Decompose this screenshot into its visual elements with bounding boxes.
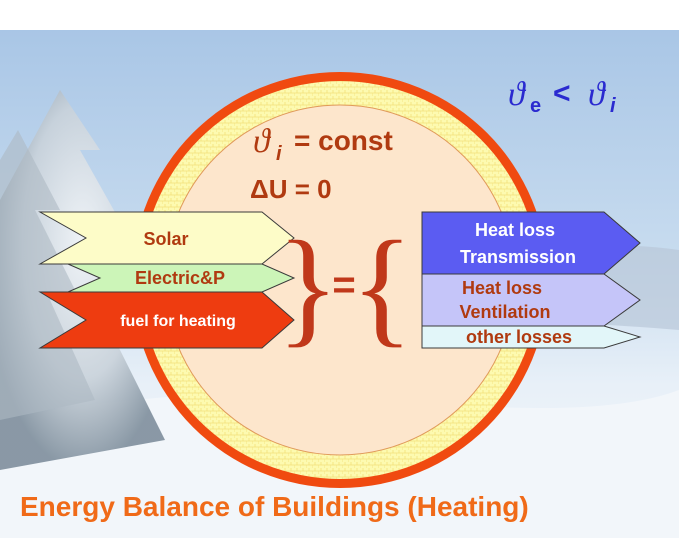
fuel-label: fuel for heating (120, 313, 236, 330)
other-losses-label: other losses (466, 327, 572, 347)
ventilation-label-2: Ventilation (459, 302, 550, 322)
subscript-i: i (610, 95, 616, 117)
ventilation-arrow (421, 273, 641, 327)
losses-arrows: Heat loss Transmission Heat loss Ventila… (421, 211, 642, 349)
theta-i-const-subscript: i (276, 143, 282, 165)
balance-conditions: ϑ i = const ΔU = 0 (250, 123, 393, 204)
theta-i-const-symbol: ϑ (253, 123, 272, 160)
theta-e-symbol: ϑ (508, 76, 527, 113)
building-circle (132, 72, 548, 488)
slide-title: Energy Balance of Buildings (Heating) (20, 491, 529, 522)
balance-equation: } = { (277, 215, 413, 359)
delta-u-text: ΔU = 0 (250, 174, 332, 204)
ventilation-label-1: Heat loss (462, 278, 542, 298)
transmission-label-1: Heat loss (475, 220, 555, 240)
transmission-label-2: Transmission (460, 247, 576, 267)
gains-arrows: Solar Electric&P fuel for heating (38, 211, 296, 349)
less-than-sign: < (553, 77, 571, 110)
left-brace: } (277, 215, 339, 359)
transmission-arrow (421, 211, 641, 275)
electric-label: Electric&P (135, 268, 225, 288)
equals-sign: = (332, 263, 355, 307)
theta-i-symbol: ϑ (588, 76, 607, 113)
right-brace: { (351, 215, 413, 359)
const-text: = const (294, 125, 393, 156)
other-losses-arrow (421, 325, 642, 349)
solar-label: Solar (143, 229, 188, 249)
fuel-arrow (38, 291, 295, 349)
temperature-inequality: ϑ e < ϑ i (508, 76, 616, 117)
subscript-e: e (530, 95, 541, 117)
